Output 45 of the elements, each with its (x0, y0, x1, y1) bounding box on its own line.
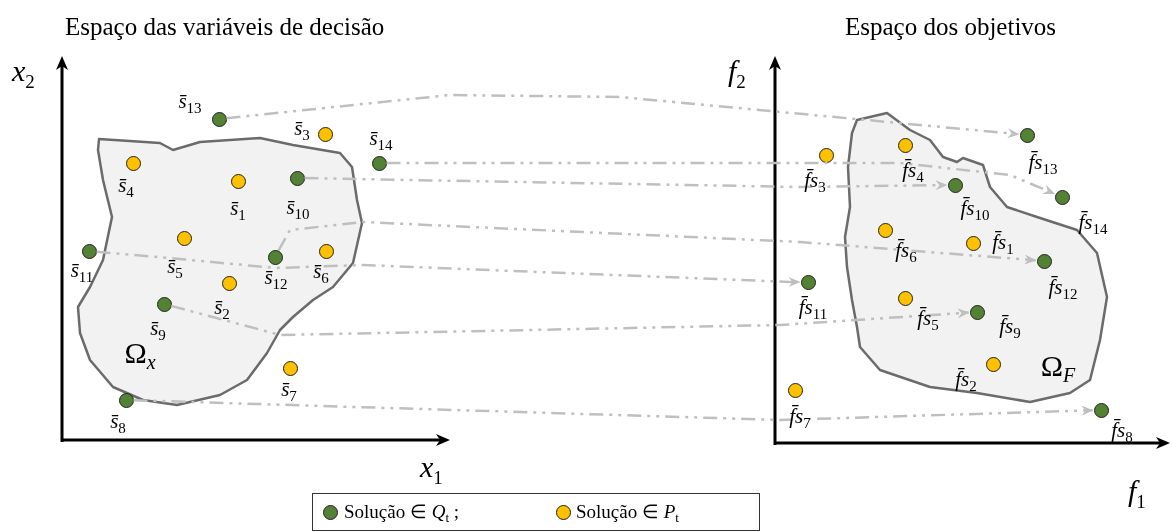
point-label: f̄s$_{8}$ (1111, 419, 1133, 445)
panel-title: Espaço das variáveis de decisão (65, 14, 385, 39)
axis-label: x$_{1}$ (420, 452, 443, 487)
point-label: f̄s$_{11}$ (798, 296, 828, 322)
mapping-arrow (304, 176, 948, 191)
mapping-arrow (386, 161, 1056, 195)
point-label: s̄$_{6}$ (313, 260, 329, 286)
point-label: f̄s$_{7}$ (789, 405, 811, 431)
mapping-arrow (226, 93, 1020, 139)
point-label: s̄$_{7}$ (281, 378, 297, 404)
legend-text: Solução ∈ P$_{t}$ (576, 502, 679, 526)
point-label: s̄$_{1}$ (230, 197, 246, 223)
region-label: Ω$_{F}$ (1040, 351, 1076, 385)
point-label: s̄$_{3}$ (294, 117, 310, 143)
point-label: s̄$_{4}$ (118, 174, 134, 200)
point-label: f̄s$_{1}$ (992, 231, 1014, 257)
point-label: s̄$_{13}$ (178, 90, 202, 116)
panel-title: Espaço dos objetivos (845, 14, 1057, 39)
point-label: s̄$_{11}$ (70, 259, 94, 285)
point-label: s̄$_{8}$ (110, 410, 126, 436)
point-label: f̄s$_{9}$ (999, 315, 1021, 341)
point-label: s̄$_{10}$ (286, 196, 310, 222)
axis-label: x$_{2}$ (12, 56, 35, 91)
point-label: f̄s$_{4}$ (902, 159, 924, 185)
point-label: f̄s$_{5}$ (917, 307, 939, 333)
point-label: s̄$_{12}$ (264, 266, 288, 292)
point-label: f̄s$_{3}$ (804, 169, 826, 195)
mapping-arrow (96, 250, 801, 287)
point-label: s̄$_{2}$ (214, 296, 230, 322)
point-label: s̄$_{14}$ (369, 127, 393, 153)
mapping-arrow (133, 398, 1094, 422)
point-label: f̄s$_{10}$ (960, 197, 990, 223)
region-shape (78, 138, 362, 405)
point-label: f̄s$_{13}$ (1028, 151, 1058, 177)
region-shape (845, 113, 1107, 402)
mapping-arrow (170, 304, 970, 337)
point-label: s̄$_{5}$ (167, 255, 183, 281)
legend-text: Solução ∈ Q$_{t}$ ; (344, 502, 460, 526)
mapping-arrow (277, 220, 1037, 265)
point-label: f̄s$_{12}$ (1048, 276, 1078, 302)
point-label: f̄s$_{14}$ (1078, 211, 1108, 237)
point-label: f̄s$_{6}$ (895, 239, 917, 265)
axis-label: f$_{2}$ (728, 56, 746, 91)
point-label: f̄s$_{2}$ (955, 368, 977, 394)
axis-label: f$_{1}$ (1128, 476, 1146, 511)
